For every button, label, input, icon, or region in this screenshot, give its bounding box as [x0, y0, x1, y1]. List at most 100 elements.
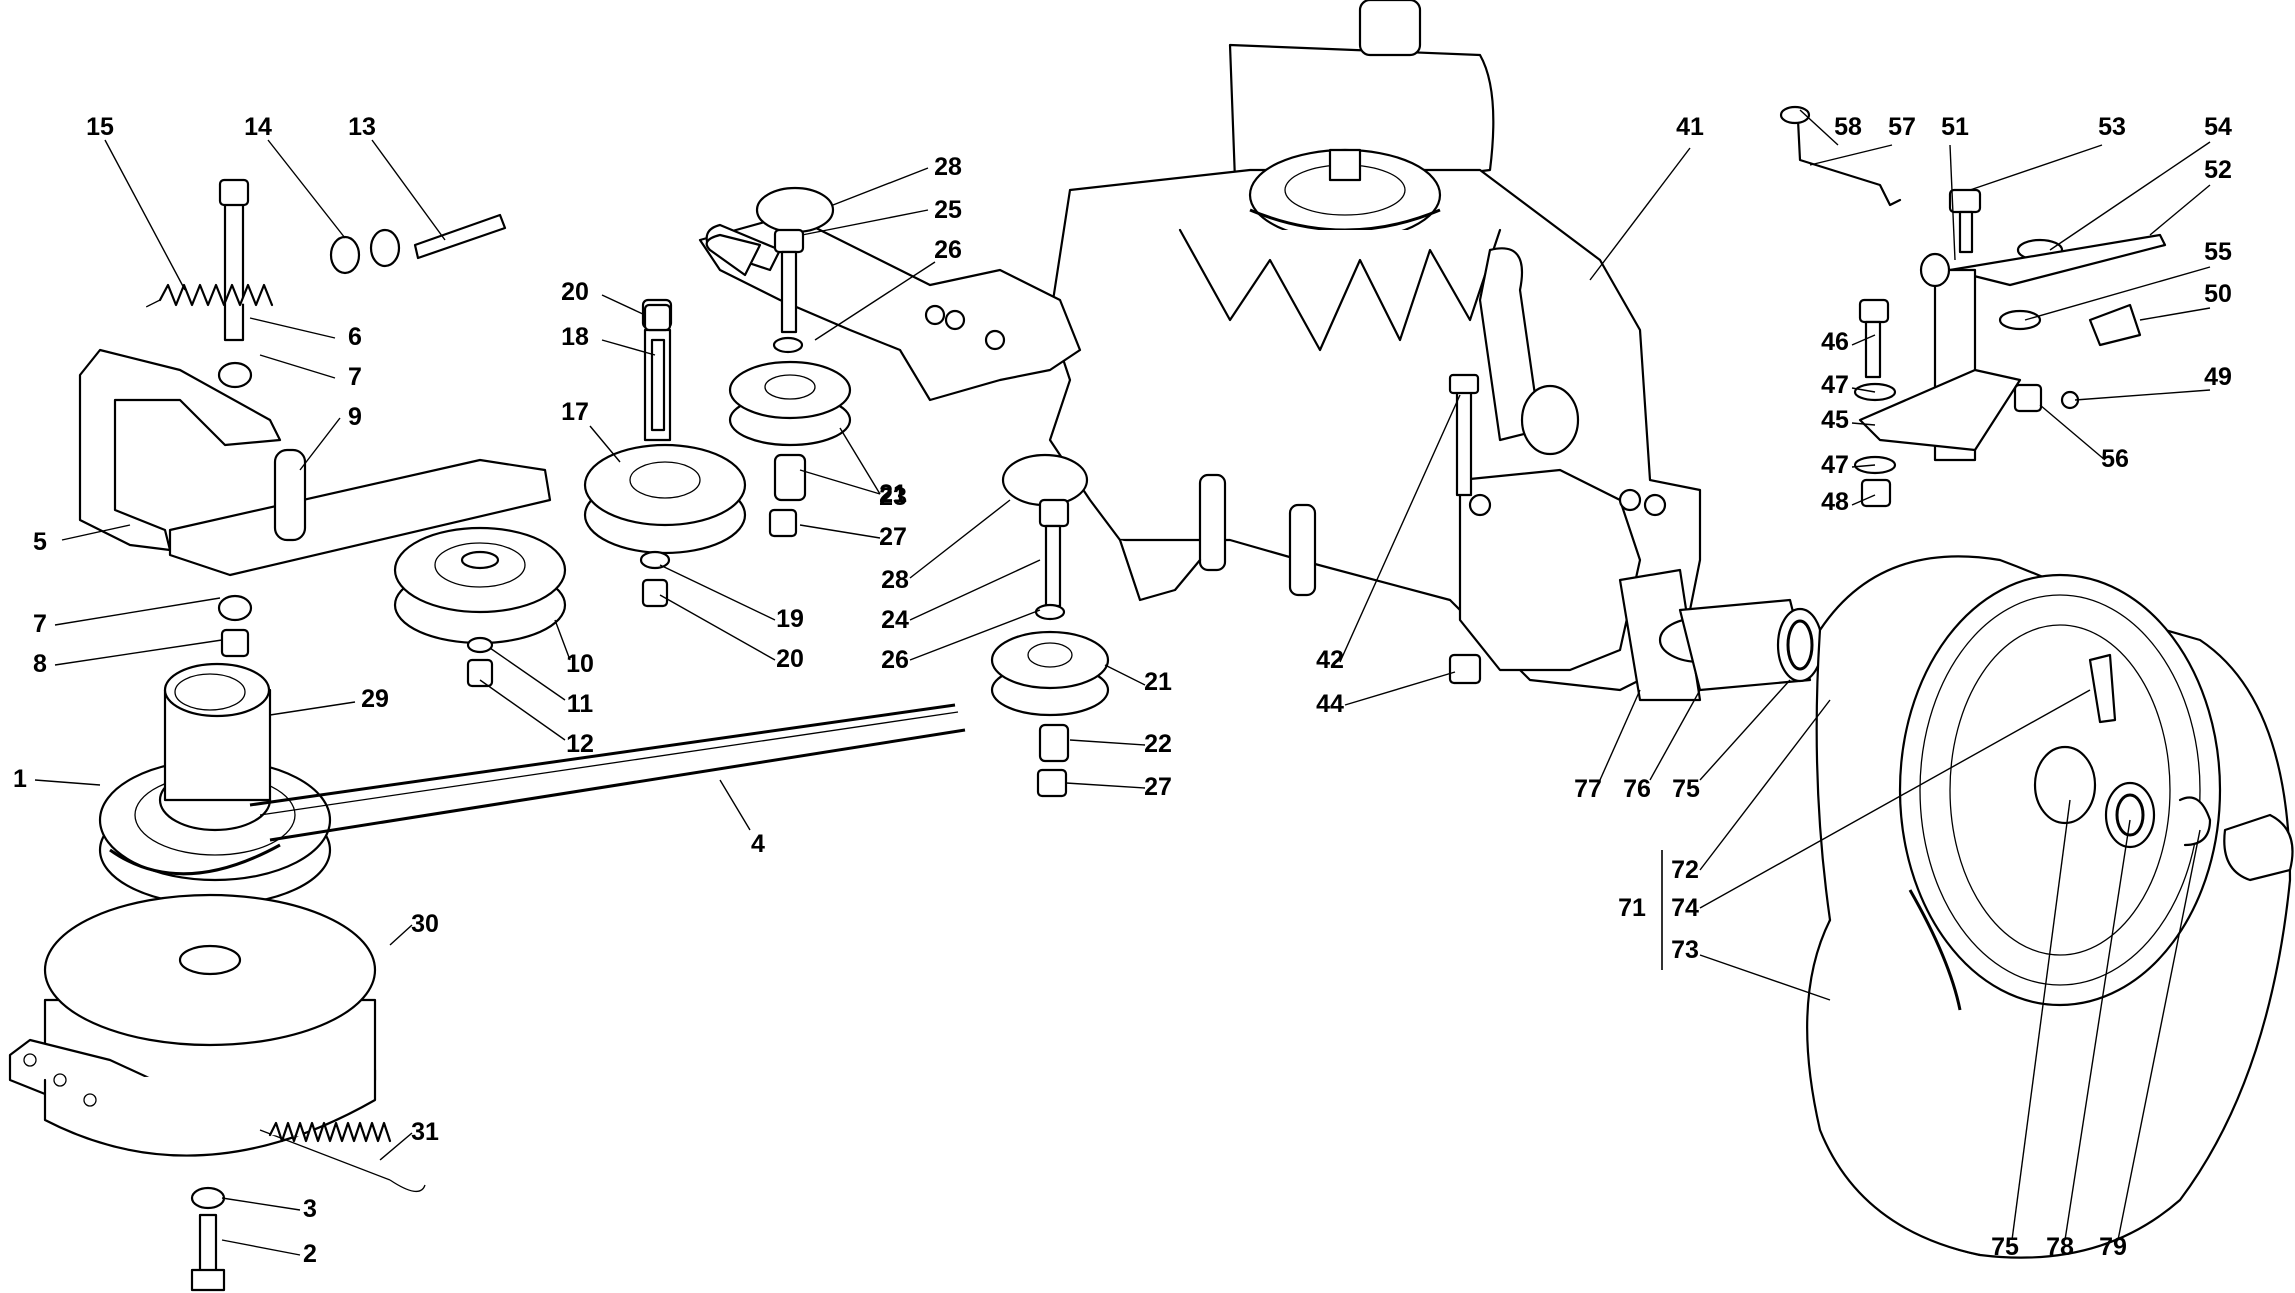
leader-line	[589, 425, 621, 463]
callout-26: 26	[881, 609, 1041, 674]
callout-26: 26	[814, 236, 962, 341]
leader-line	[1949, 144, 1956, 261]
leader-line	[659, 594, 776, 661]
callout-5: 5	[33, 524, 131, 556]
leader-line	[832, 167, 929, 206]
callout-number: 42	[1316, 646, 1344, 674]
leader-line	[601, 294, 646, 316]
callout-number: 27	[879, 523, 907, 551]
callout-51: 51	[1941, 113, 1969, 261]
leader-line	[489, 647, 566, 701]
callout-number: 26	[881, 646, 909, 674]
leader-line	[1699, 679, 1791, 781]
callout-number: 73	[1671, 936, 1699, 964]
callout-76: 76	[1623, 689, 1701, 803]
callout-number: 52	[2204, 156, 2232, 184]
callout-71: 71	[1618, 894, 1646, 922]
callout-number: 53	[2098, 113, 2126, 141]
leader-line	[61, 524, 131, 541]
callout-49: 49	[2074, 363, 2232, 401]
leader-line	[1589, 147, 1691, 281]
callout-number: 49	[2204, 363, 2232, 391]
idler-bracket	[78, 348, 552, 658]
callout-number: 75	[1672, 775, 1700, 803]
callout-12: 12	[479, 679, 594, 758]
callout-number: 25	[934, 196, 962, 224]
leader-line	[2064, 819, 2131, 1241]
leader-line	[799, 524, 881, 539]
leader-line	[479, 679, 566, 741]
callout-number: 1	[13, 765, 27, 793]
callout-77: 77	[1574, 689, 1641, 803]
callout-2: 2	[221, 1239, 317, 1268]
leader-line	[1344, 671, 1456, 706]
callout-27: 27	[799, 523, 907, 551]
upper-idler-group	[705, 186, 852, 538]
callout-number: 76	[1623, 775, 1651, 803]
callout-17: 17	[561, 398, 621, 463]
callout-number: 30	[411, 910, 439, 938]
wheel-assembly	[1806, 555, 2294, 1259]
leader-line	[909, 609, 1041, 661]
callout-number: 56	[2101, 445, 2129, 473]
callout-number: 29	[361, 685, 389, 713]
callout-55: 55	[2024, 238, 2232, 321]
callout-number: 45	[1821, 406, 1849, 434]
callout-15: 15	[86, 113, 186, 291]
callout-14: 14	[244, 113, 346, 239]
leader-line	[601, 339, 656, 356]
callout-28: 28	[832, 153, 962, 206]
callout-7: 7	[259, 354, 362, 391]
callout-number: 12	[566, 730, 594, 758]
leader-line	[54, 639, 223, 666]
leader-line	[1065, 782, 1146, 789]
callout-19: 19	[659, 564, 804, 633]
leader-line	[2149, 184, 2211, 236]
leader-line	[799, 469, 881, 495]
callout-number: 5	[33, 528, 47, 556]
leader-line	[2074, 389, 2211, 401]
callout-number: 7	[348, 363, 362, 391]
callout-30: 30	[389, 910, 439, 946]
leader-line	[1851, 334, 1876, 346]
callout-number: 31	[411, 1118, 439, 1146]
callout-number: 27	[1144, 773, 1172, 801]
spacer-stack	[643, 303, 672, 432]
callout-27: 27	[1065, 773, 1172, 801]
leader-line	[1969, 144, 2103, 191]
callout-52: 52	[2149, 156, 2232, 236]
callout-4: 4	[719, 779, 765, 858]
callout-number: 10	[566, 650, 594, 678]
callout-number: 58	[1834, 113, 1862, 141]
idler-pulleys	[393, 298, 747, 688]
callout-7: 7	[33, 597, 221, 638]
callout-41: 41	[1589, 113, 1704, 281]
callout-57: 57	[1809, 113, 1916, 166]
callout-47: 47	[1821, 371, 1876, 399]
leader-line	[104, 139, 186, 291]
leader-line	[659, 564, 776, 621]
clutch-bolt	[190, 1186, 226, 1292]
leader-line	[389, 924, 413, 946]
callout-18: 18	[561, 323, 656, 356]
callout-number: 74	[1671, 894, 1699, 922]
callout-1: 1	[13, 765, 101, 793]
callout-25: 25	[801, 196, 962, 236]
callout-8: 8	[33, 639, 223, 678]
leader-line	[221, 1197, 301, 1211]
callout-number: 18	[561, 323, 589, 351]
part-drawings	[8, 0, 2294, 1292]
leader-line	[267, 139, 346, 239]
callout-47: 47	[1821, 451, 1876, 479]
leader-line	[2011, 799, 2071, 1241]
transaxle-housing	[698, 0, 1824, 702]
tension-hardware	[146, 178, 507, 342]
leader-line	[909, 559, 1041, 621]
callout-28: 28	[881, 499, 1011, 594]
leader-line	[299, 417, 341, 471]
leader-line	[554, 619, 571, 661]
callout-number: 75	[1991, 1233, 2019, 1261]
lever-bracket	[1779, 105, 2167, 508]
leader-line	[1599, 689, 1641, 781]
callout-number: 50	[2204, 280, 2232, 308]
